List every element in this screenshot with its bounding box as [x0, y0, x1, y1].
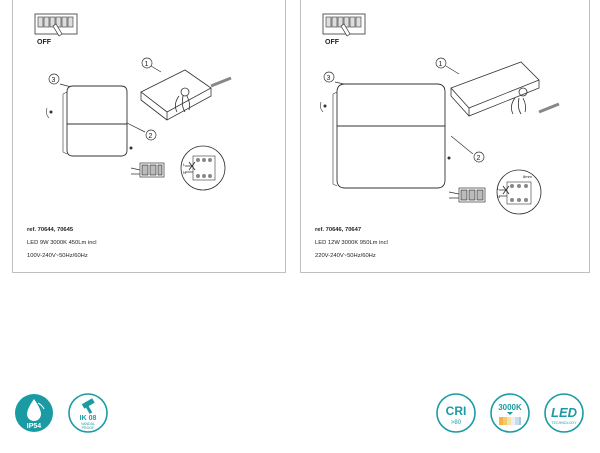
mounting-plate-icon — [140, 69, 232, 121]
breaker-switch-icon — [34, 13, 78, 37]
led-technology-badge: LED TECHNOLOGY — [544, 393, 584, 433]
water-drop-icon — [27, 399, 41, 421]
svg-text:N: N — [497, 194, 500, 199]
svg-text:L: L — [183, 162, 186, 167]
instruction-panel-right: OFF 1 3 2 — [300, 0, 590, 273]
step-1-marker: 1 — [141, 57, 162, 73]
screw-icon — [46, 107, 50, 119]
svg-text:3: 3 — [327, 75, 331, 82]
installation-diagram-right: OFF 1 3 2 — [320, 13, 560, 215]
ik08-badge: IK 08 VANDAL PROOF — [68, 393, 108, 433]
breaker-switch-icon — [322, 13, 366, 37]
svg-text:N: N — [183, 170, 186, 175]
svg-text:2: 2 — [477, 155, 481, 162]
wall-lamp-icon — [332, 83, 446, 189]
instruction-panel-left: OFF 1 3 2 — [12, 0, 286, 273]
kelvin-label: 3000K — [498, 403, 522, 412]
wiring-detail-circle: L N 8mm — [496, 169, 542, 215]
svg-text:1: 1 — [439, 61, 443, 68]
step-1-marker: 1 — [435, 57, 460, 75]
svg-text:2: 2 — [149, 133, 153, 140]
cri-badge: CRI >80 — [436, 393, 476, 433]
temperature-scale-icon — [499, 417, 521, 425]
ip54-badge: IP54 — [15, 394, 53, 432]
cri-value-label: >80 — [451, 420, 462, 426]
wiring-detail-circle: L N — [180, 145, 226, 191]
wall-lamp-icon — [62, 85, 128, 157]
screw-hole-icon-2 — [129, 146, 133, 150]
cri-label: CRI — [446, 404, 467, 418]
installation-diagram-left: OFF 1 3 2 — [34, 13, 232, 191]
led-label: LED — [551, 405, 578, 420]
screw-hole-icon-2 — [447, 156, 451, 160]
step-2-marker: 2 — [124, 121, 157, 141]
strip-length-label: 8mm — [523, 174, 533, 179]
technology-label: TECHNOLOGY — [551, 421, 577, 425]
switch-off-label: OFF — [325, 39, 340, 46]
ref-number: ref. 70646, 70647 — [315, 227, 362, 233]
voltage-spec: 100V-240V~50Hz/60Hz — [27, 253, 88, 259]
step-2-marker: 2 — [450, 135, 485, 163]
svg-text:3: 3 — [52, 77, 56, 84]
screw-hole-icon — [323, 104, 327, 108]
vandal-label: VANDAL — [81, 422, 95, 426]
mounting-plate-icon — [450, 61, 560, 117]
voltage-spec: 220V-240V~50Hz/60Hz — [315, 253, 376, 259]
ip-rating-label: IP54 — [27, 423, 42, 430]
switch-off-label: OFF — [37, 39, 52, 46]
ref-number: ref. 70644, 70645 — [27, 227, 74, 233]
led-spec: LED 9W 3000K 450Lm incl — [27, 240, 97, 246]
spec-block-left: ref. 70644, 70645 LED 9W 3000K 450Lm inc… — [27, 224, 97, 263]
spec-block-right: ref. 70646, 70647 LED 12W 3000K 950Lm in… — [315, 224, 388, 263]
proof-label: PROOF — [82, 426, 96, 430]
hammer-icon — [81, 398, 95, 414]
color-temperature-badge: 3000K — [490, 393, 530, 433]
led-spec: LED 12W 3000K 950Lm incl — [315, 240, 388, 246]
terminal-block-icon — [130, 162, 165, 178]
screw-icon — [320, 101, 324, 113]
svg-text:L: L — [497, 186, 500, 191]
svg-text:1: 1 — [145, 61, 149, 68]
ik-rating-label: IK 08 — [80, 415, 97, 422]
screw-hole-icon — [49, 110, 53, 114]
terminal-block-icon — [448, 187, 486, 203]
